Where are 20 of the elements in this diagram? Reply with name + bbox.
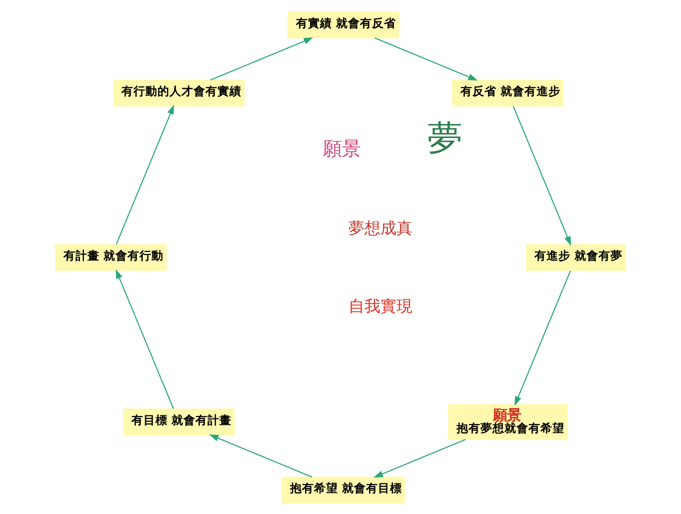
node-box: 有計畫 就會有行動 (55, 244, 167, 270)
label: 夢 (427, 118, 462, 159)
arrow (210, 36, 314, 80)
arrow (514, 270, 571, 406)
node-box: 抱有希望 就會有目標 (282, 476, 406, 503)
label: 願景 (322, 138, 361, 160)
label: 夢想成真 (348, 218, 412, 237)
arrow (116, 104, 174, 244)
arrow (209, 434, 312, 477)
label: 自我實現 (348, 296, 412, 316)
arrow (374, 438, 466, 478)
node-box: 有實績 就會有反省 (288, 11, 400, 38)
arrow (374, 37, 478, 80)
node-box: 有反省 就會有進步 (452, 79, 564, 106)
arrow (116, 268, 174, 408)
node-box: 有進步 就會有夢 (526, 244, 626, 270)
node-box: 有目標 就會有計畫 (123, 408, 235, 435)
node-box: 願景 抱有夢想就會有希望 (448, 404, 568, 440)
arrow (512, 106, 572, 246)
node-box: 有行動的人才會有實績 (113, 79, 245, 106)
